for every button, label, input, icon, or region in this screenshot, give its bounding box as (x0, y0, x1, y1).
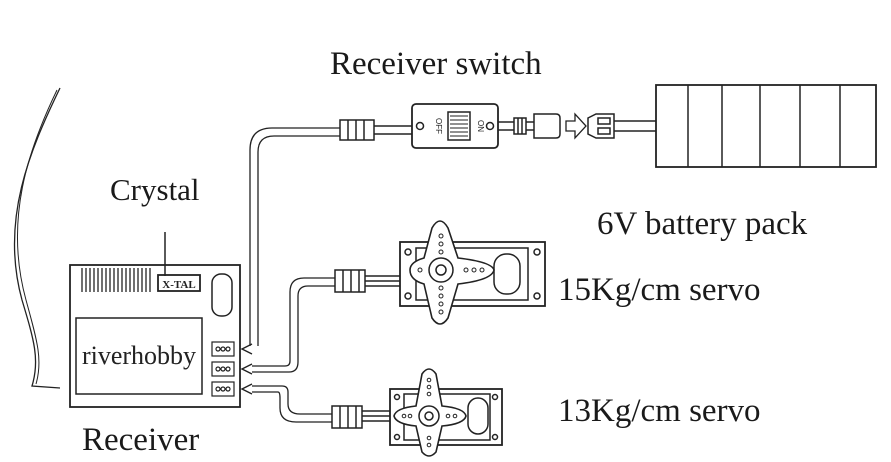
receiver-switch: OFF ON (411, 103, 499, 149)
servo-13-cable (252, 385, 332, 423)
connection-arrow (565, 112, 587, 140)
crystal (157, 274, 201, 292)
crystal-label: Crystal (110, 172, 200, 207)
servo-13-label: 13Kg/cm servo (558, 393, 761, 429)
receiver-vents (81, 268, 151, 292)
battery-pack-label: 6V battery pack (597, 206, 808, 242)
crystal-text: X-TAL (162, 279, 195, 291)
switch-cable (249, 127, 340, 346)
switch-battery-lead (498, 113, 561, 139)
servo-15-label: 15Kg/cm servo (558, 272, 761, 308)
switch-on-text: ON (476, 120, 485, 132)
antenna-wire-inner (16, 89, 58, 385)
switch-connector (339, 119, 412, 141)
servo-13-connector (331, 405, 394, 429)
battery-connector (587, 113, 656, 139)
receiver-brand: riverhobby (82, 341, 196, 370)
antenna-wire (13, 87, 61, 389)
switch-off-text: OFF (434, 118, 443, 134)
servo-15 (399, 220, 546, 325)
receiver-input-arrows (240, 343, 253, 395)
receiver-label-panel (75, 317, 203, 395)
servo-13 (389, 368, 503, 457)
receiver-ports (211, 341, 235, 397)
receiver: X-TAL riverhobby (69, 232, 241, 408)
battery-pack (655, 84, 877, 168)
servo-15-connector (334, 269, 404, 293)
switch-slider (447, 111, 471, 141)
servo-15-cable (252, 277, 335, 373)
receiver-slot (211, 273, 233, 317)
receiver-switch-label: Receiver switch (330, 46, 542, 82)
receiver-label: Receiver (82, 422, 200, 458)
